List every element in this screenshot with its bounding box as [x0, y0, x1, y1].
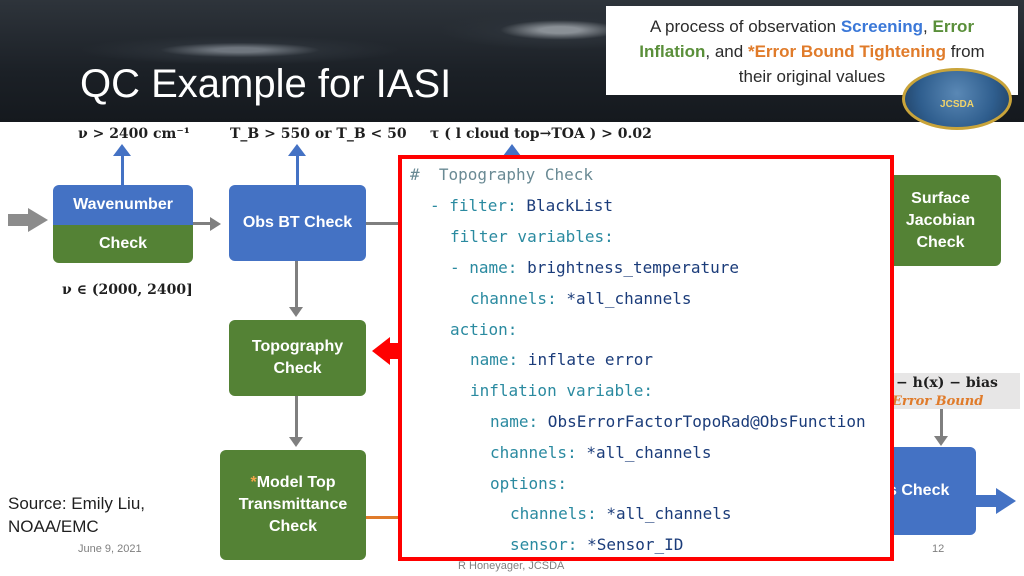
bt-condition: T_B > 550 or T_B < 50: [230, 126, 407, 142]
arrow-up-icon: [288, 144, 306, 156]
arrow-shaft-1: [121, 150, 124, 186]
code-key: channels:: [510, 504, 597, 523]
code-key: filter variables:: [450, 227, 614, 246]
page-number: 12: [932, 543, 945, 555]
input-arrow-shaft: [8, 214, 30, 226]
red-arrow-icon: [372, 337, 390, 365]
code-value: brightness_temperature: [517, 258, 739, 277]
code-value: ObsErrorFactorTopoRad@ObsFunction: [538, 412, 866, 431]
s-check-box: s Check: [880, 447, 976, 535]
callout-line3: their original values: [738, 67, 886, 86]
connector-line: [193, 222, 211, 225]
jcsda-logo: JCSDA: [902, 68, 1012, 130]
code-key: options:: [490, 474, 568, 493]
callout-inflation: Inflation: [639, 42, 706, 61]
code-key: inflation variable:: [470, 381, 654, 400]
model-top-label-2: Transmittance: [238, 496, 348, 513]
model-top-label-1: Model Top: [256, 474, 336, 491]
wavenumber-box: Wavenumber: [53, 185, 193, 225]
code-line: channels: *all_channels: [490, 443, 712, 462]
model-top-label-3: Check: [268, 518, 317, 535]
surface-label-1: Surface: [911, 189, 970, 207]
model-top-star: *: [250, 474, 257, 491]
code-line: - name: brightness_temperature: [450, 258, 739, 277]
code-key: name:: [490, 412, 539, 431]
code-value: BlackList: [516, 196, 614, 215]
wavenumber-range: ν ∈ (2000, 2400]: [62, 282, 193, 298]
yaml-code-panel: # Topography Check - filter: BlackList f…: [398, 155, 894, 561]
callout-from: from: [945, 42, 985, 61]
wavenumber-check-box: Check: [53, 225, 193, 263]
arrow-up-icon: [113, 144, 131, 156]
code-key: name:: [469, 258, 518, 277]
orange-connector: [366, 516, 398, 519]
topography-label-1: Topography: [251, 338, 344, 355]
code-key: channels:: [490, 443, 577, 462]
output-arrow-shaft: [976, 495, 998, 507]
code-line: sensor: *Sensor_ID: [510, 535, 683, 554]
code-line: - filter: BlackList: [430, 196, 613, 215]
callout-comma: ,: [923, 17, 933, 36]
formula-box: [880, 373, 1020, 409]
source-line-2: NOAA/EMC: [8, 517, 99, 536]
code-key: filter:: [449, 196, 517, 215]
code-dash: -: [430, 196, 450, 215]
code-value: *all_channels: [576, 443, 712, 462]
down-arrow-shaft: [295, 396, 298, 438]
surface-label-3: Check: [916, 233, 965, 251]
callout-and: , and: [705, 42, 748, 61]
down-arrow-shaft: [940, 409, 943, 437]
arrow-down-icon: [289, 437, 303, 447]
output-arrow-icon: [996, 488, 1016, 514]
obs-bt-check-box: Obs BT Check: [229, 185, 366, 261]
code-value: inflate error: [518, 350, 654, 369]
callout-text: A process of observation: [649, 17, 841, 36]
source-citation: Source: Emily Liu, NOAA/EMC: [8, 492, 145, 538]
connector-line: [366, 222, 398, 225]
input-arrow-icon: [28, 208, 48, 232]
wavenumber-condition: ν > 2400 cm⁻¹: [78, 126, 190, 142]
callout-error: Error: [932, 17, 975, 36]
arrow-up-icon: [503, 144, 521, 156]
callout-star: *: [747, 42, 755, 61]
code-line: name: inflate error: [470, 350, 653, 369]
connector-arrow-icon: [210, 217, 221, 231]
wavenumber-check-label: Check: [98, 235, 148, 252]
code-key: sensor:: [510, 535, 578, 554]
s-check-label: s Check: [888, 482, 950, 499]
arrow-down-icon: [289, 307, 303, 317]
down-arrow-shaft: [295, 261, 298, 308]
callout-error-bound: Error Bound Tightening: [754, 42, 946, 61]
callout-screening: Screening: [840, 17, 924, 36]
code-line: channels: *all_channels: [510, 504, 732, 523]
red-arrow-shaft: [388, 343, 400, 359]
code-key: channels:: [470, 289, 557, 308]
tau-condition: τ ( l cloud top→TOA ) > 0.02: [430, 126, 652, 142]
code-line: channels: *all_channels: [470, 289, 692, 308]
code-key: action:: [450, 320, 518, 339]
wavenumber-label: Wavenumber: [73, 196, 173, 213]
surface-label-2: Jacobian: [905, 211, 976, 229]
source-line-1: Source: Emily Liu,: [8, 494, 145, 513]
code-key: name:: [470, 350, 519, 369]
code-value: *all_channels: [556, 289, 692, 308]
h-bias-formula: − h(x) − bias: [896, 375, 998, 391]
obs-bt-check-label: Obs BT Check: [242, 214, 353, 231]
code-comment: # Topography Check: [410, 165, 594, 184]
slide-author: R Honeyager, JCSDA: [458, 560, 565, 572]
logo-text: JCSDA: [940, 99, 974, 110]
error-bound-label: Error Bound: [892, 394, 984, 409]
topography-label-2: Check: [273, 360, 322, 377]
arrow-down-icon: [934, 436, 948, 446]
slide-title: QC Example for IASI: [80, 62, 452, 106]
code-dash: -: [450, 258, 470, 277]
arrow-shaft-2: [296, 150, 299, 186]
code-line: name: ObsErrorFactorTopoRad@ObsFunction: [490, 412, 866, 431]
code-value: *all_channels: [596, 504, 732, 523]
slide-date: June 9, 2021: [78, 543, 142, 555]
code-value: *Sensor_ID: [577, 535, 684, 554]
